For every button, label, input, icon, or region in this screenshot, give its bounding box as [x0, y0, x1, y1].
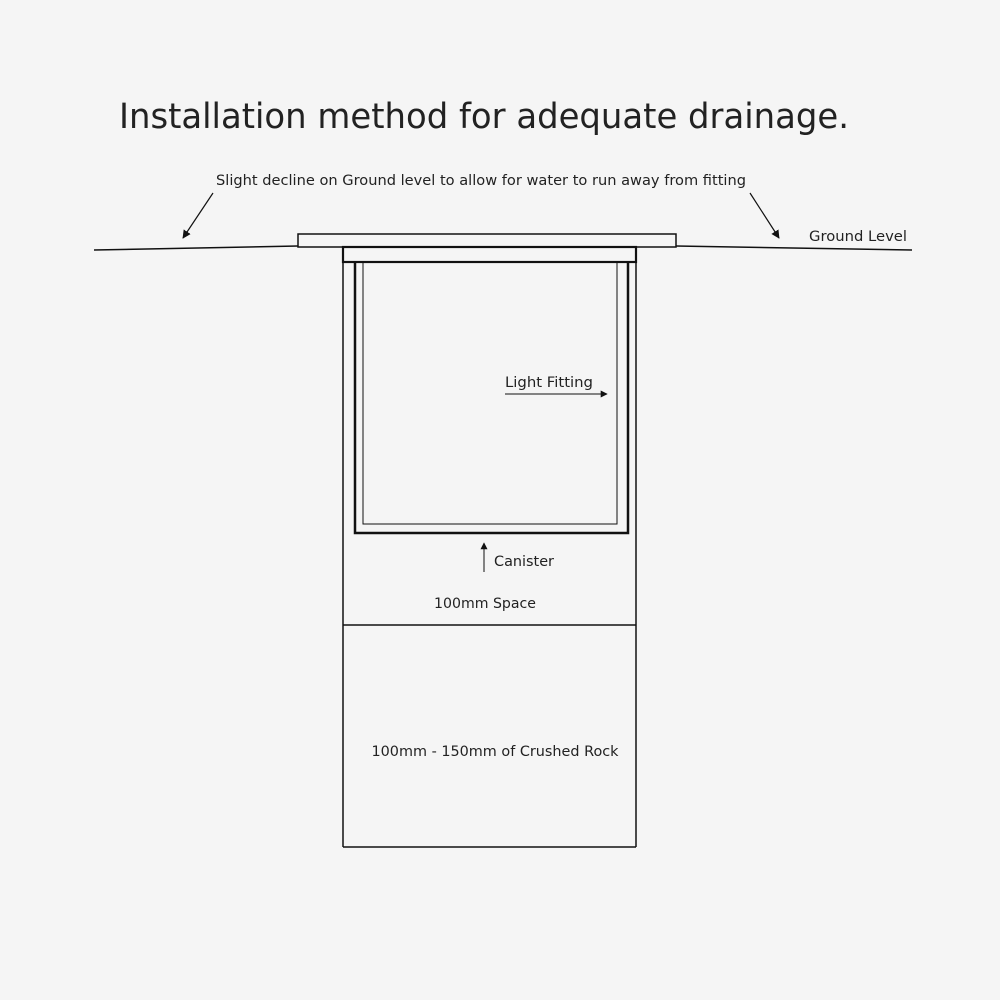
crushed-rock-label: 100mm - 150mm of Crushed Rock: [372, 744, 620, 760]
fitting-lid: [297, 233, 677, 248]
canister-flange: [341, 245, 638, 264]
light-fitting-label: Light Fitting: [505, 375, 593, 391]
light-fitting-outline: [362, 262, 618, 525]
decline-arrow-right: [749, 192, 780, 239]
diagram-title: Installation method for adequate drainag…: [119, 97, 849, 137]
decline-arrow-left: [182, 192, 214, 239]
ground-line-left: [93, 245, 299, 251]
decline-note: Slight decline on Ground level to allow …: [216, 173, 746, 189]
ground-line-right: [675, 245, 913, 251]
ground-level-label: Ground Level: [809, 229, 907, 245]
canister-outline: [353, 262, 630, 535]
space-label: 100mm Space: [434, 596, 536, 612]
canister-label: Canister: [494, 554, 554, 570]
